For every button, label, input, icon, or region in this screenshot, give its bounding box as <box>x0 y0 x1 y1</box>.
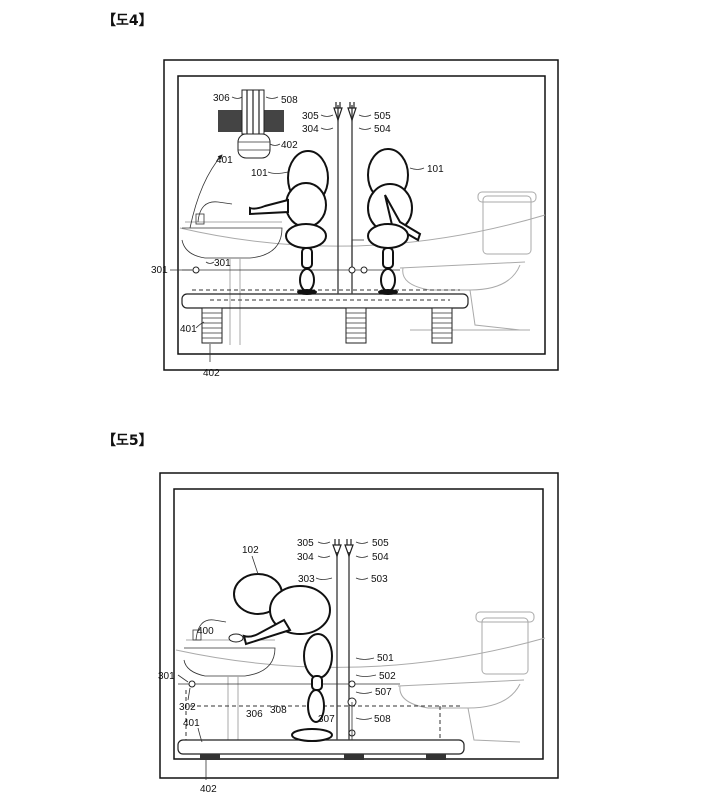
fig5-label: 302 <box>179 702 196 713</box>
fig4-outer-frame <box>163 59 559 371</box>
fig5-label: 301 <box>158 671 175 682</box>
fig4-label: 306 <box>213 93 230 104</box>
fig5-label: 503 <box>371 574 388 585</box>
fig4-detail-inset <box>189 89 284 229</box>
fig4-label: 101 <box>251 168 268 179</box>
fig4-label: 508 <box>281 95 298 106</box>
fig4-person-icon <box>249 150 329 295</box>
fig5-plug-icon <box>344 539 354 558</box>
fig4-spring-icon <box>431 307 453 344</box>
fig4-label: 401 <box>180 324 197 335</box>
fig5-spring-icon <box>200 754 220 760</box>
fig5-label: 307 <box>318 714 335 725</box>
fig4-label: 301 <box>151 265 168 276</box>
fig5-label: 507 <box>375 687 392 698</box>
fig4-toilet-icon <box>399 191 537 331</box>
fig5-toilet-icon <box>397 611 535 743</box>
fig5-label: 305 <box>297 538 314 549</box>
fig4-label: 402 <box>281 140 298 151</box>
fig4-label: 401 <box>216 155 233 166</box>
fig5-label: 308 <box>270 705 287 716</box>
fig5-label: 504 <box>372 552 389 563</box>
fig4-spring-icon <box>201 307 223 344</box>
fig4-label: 305 <box>302 111 319 122</box>
fig5-label: 400 <box>197 626 214 637</box>
figure-4-title: 【도4】 <box>102 13 153 29</box>
fig4-sink-icon <box>181 201 283 345</box>
fig4-label: 101 <box>427 164 444 175</box>
fig5-wall-curve <box>175 637 546 668</box>
fig5-spring-icon <box>344 754 364 760</box>
fig4-floor-platform <box>181 293 469 309</box>
fig4-spring-icon <box>345 307 367 344</box>
fig4-plug-icon <box>347 102 357 122</box>
fig5-label: 304 <box>297 552 314 563</box>
fig4-label: 402 <box>203 368 220 379</box>
fig4-wall-curve <box>179 214 546 247</box>
fig5-label: 102 <box>242 545 259 556</box>
fig5-label: 508 <box>374 714 391 725</box>
fig5-label: 303 <box>298 574 315 585</box>
fig4-plug-icon <box>333 102 343 122</box>
fig5-spring-icon <box>426 754 446 760</box>
figure-5-title: 【도5】 <box>102 433 153 449</box>
fig5-label: 402 <box>200 784 217 795</box>
fig5-plug-icon <box>332 539 342 558</box>
fig5-floor-platform <box>177 739 465 755</box>
fig4-person-icon <box>367 148 422 295</box>
fig5-label: 306 <box>246 709 263 720</box>
fig4-label: 504 <box>374 124 391 135</box>
fig5-label: 401 <box>183 718 200 729</box>
fig4-label: 505 <box>374 111 391 122</box>
fig5-label: 502 <box>379 671 396 682</box>
fig4-label: 301 <box>214 258 231 269</box>
fig5-label: 505 <box>372 538 389 549</box>
fig5-person-icon <box>228 573 333 742</box>
fig5-outer-frame <box>159 472 559 779</box>
fig5-label: 501 <box>377 653 394 664</box>
fig4-label: 304 <box>302 124 319 135</box>
